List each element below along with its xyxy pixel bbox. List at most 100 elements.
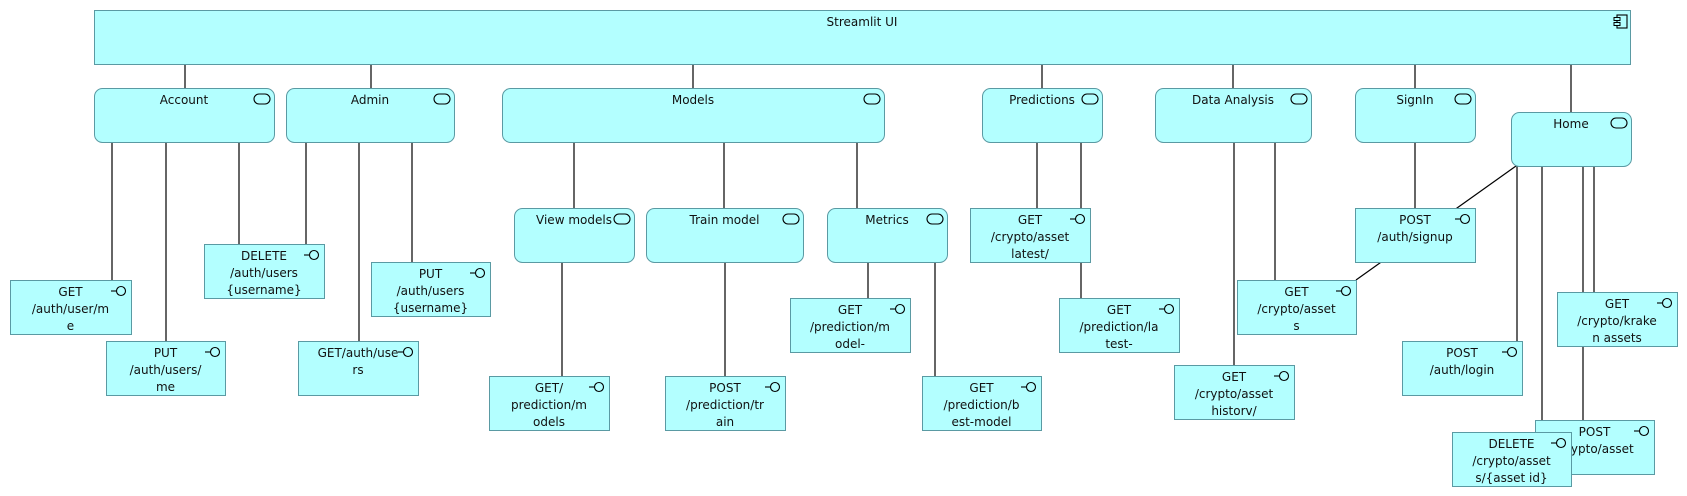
ep-get-prediction-models-label: odels bbox=[533, 415, 565, 429]
ep-get-crypto-asset-latest-label: /crypto/asset bbox=[991, 230, 1070, 244]
ep-delete-auth-users-label: {username} bbox=[226, 283, 301, 297]
ep-get-crypto-kraken-assets-label: n assets bbox=[1592, 331, 1642, 345]
ep-get-auth-users: GET/auth/use rs bbox=[298, 341, 419, 396]
ep-post-auth-login-label: POST bbox=[1446, 346, 1478, 360]
ep-put-auth-users-me-label: /auth/users/ bbox=[130, 363, 203, 377]
component-icon bbox=[1613, 14, 1628, 29]
ep-post-auth-signup-label: /auth/signup bbox=[1377, 230, 1452, 244]
admin-label: Admin bbox=[351, 93, 389, 107]
service-icon bbox=[1454, 93, 1472, 105]
ep-get-prediction-model-label: /prediction/m bbox=[810, 320, 890, 334]
interface-icon bbox=[1274, 370, 1290, 382]
service-icon bbox=[863, 93, 881, 105]
ep-get-crypto-assets-label: s bbox=[1293, 319, 1299, 333]
ep-delete-crypto-assets-id-label: DELETE bbox=[1488, 437, 1534, 451]
ep-get-prediction-model-label: GET bbox=[838, 303, 863, 317]
interface-icon bbox=[205, 346, 221, 358]
diagram-nodes: Streamlit UI Account Admin Models Prediction… bbox=[10, 10, 1678, 487]
ep-delete-auth-users-label: /auth/users bbox=[230, 266, 298, 280]
service-icon bbox=[1610, 117, 1628, 129]
ep-get-auth-user-me: GET/auth/user/me bbox=[10, 280, 132, 335]
account: Account bbox=[94, 88, 275, 143]
admin: Admin bbox=[286, 88, 455, 143]
ep-get-crypto-asset-latest-label: GET bbox=[1018, 213, 1043, 227]
service-icon bbox=[782, 213, 800, 225]
metrics-label: Metrics bbox=[865, 213, 909, 227]
interface-icon bbox=[1070, 213, 1086, 225]
service-icon bbox=[253, 93, 271, 105]
ep-get-crypto-asset-history-label: /crypto/asset bbox=[1195, 387, 1274, 401]
ep-get-prediction-best-model-label: /prediction/b bbox=[944, 398, 1020, 412]
connector-lines bbox=[111, 64, 1595, 432]
signin-label: SignIn bbox=[1396, 93, 1433, 107]
ep-get-auth-users-label: GET/auth/use bbox=[318, 346, 399, 360]
ep-post-crypto-asset-label: /crypto/asset bbox=[1555, 442, 1634, 456]
interface-icon bbox=[111, 285, 127, 297]
home-label: Home bbox=[1553, 117, 1588, 131]
ep-delete-crypto-assets-id-label: /crypto/asset bbox=[1472, 454, 1551, 468]
ep-put-auth-users-me: PUT/auth/users/me bbox=[106, 341, 226, 396]
interface-icon bbox=[765, 381, 781, 393]
predictions-label: Predictions bbox=[1009, 93, 1075, 107]
ep-get-crypto-asset-history: GET/crypto/asset historv/ bbox=[1174, 365, 1295, 420]
interface-icon bbox=[1336, 285, 1352, 297]
ep-post-prediction-train: POST/prediction/tr ain bbox=[665, 376, 786, 431]
ep-post-prediction-train-label: ain bbox=[716, 415, 734, 429]
interface-icon bbox=[304, 249, 320, 261]
interface-icon bbox=[1657, 297, 1673, 309]
ep-post-prediction-train-label: /prediction/tr bbox=[686, 398, 764, 412]
ep-get-prediction-latest-label: test- bbox=[1105, 337, 1132, 351]
data-analysis: Data Analysis bbox=[1155, 88, 1312, 143]
ep-post-auth-login: POST/auth/login bbox=[1402, 341, 1523, 396]
ep-post-auth-login-label: /auth/login bbox=[1430, 363, 1495, 377]
signin: SignIn bbox=[1355, 88, 1476, 143]
interface-icon bbox=[1455, 213, 1471, 225]
ep-put-auth-users-me-label: me bbox=[156, 380, 175, 394]
account-label: Account bbox=[160, 93, 209, 107]
ep-get-prediction-best-model-label: GET bbox=[969, 381, 994, 395]
ep-get-crypto-asset-history-label: historv/ bbox=[1211, 404, 1257, 418]
ep-put-auth-users-username-label: PUT bbox=[419, 267, 443, 281]
ep-get-auth-user-me-label: e bbox=[67, 319, 74, 333]
interface-icon bbox=[398, 346, 414, 358]
ep-post-prediction-train-label: POST bbox=[709, 381, 741, 395]
ep-get-crypto-asset-history-label: GET bbox=[1222, 370, 1247, 384]
interface-icon bbox=[1159, 303, 1175, 315]
home: Home bbox=[1511, 112, 1632, 167]
ep-get-crypto-kraken-assets-label: /crypto/krake bbox=[1577, 314, 1657, 328]
models-label: Models bbox=[672, 93, 714, 107]
ep-get-crypto-asset-latest-label: latest/ bbox=[1011, 247, 1050, 261]
view-models-label: View models bbox=[536, 213, 612, 227]
ep-post-crypto-asset-label: POST bbox=[1579, 425, 1611, 439]
ep-delete-crypto-assets-id: DELETE/crypto/assets/{asset id} bbox=[1452, 432, 1572, 487]
service-icon bbox=[433, 93, 451, 105]
data-analysis-label: Data Analysis bbox=[1192, 93, 1274, 107]
interface-icon bbox=[1021, 381, 1037, 393]
ep-get-crypto-assets-label: /crypto/asset bbox=[1257, 302, 1336, 316]
ep-get-crypto-asset-latest: GET/crypto/asset latest/ bbox=[970, 208, 1091, 263]
service-icon bbox=[1290, 93, 1308, 105]
ep-get-crypto-kraken-assets: GET/crypto/krake n assets bbox=[1557, 292, 1678, 347]
service-icon bbox=[613, 213, 631, 225]
ep-delete-auth-users: DELETE/auth/users{username} bbox=[204, 244, 325, 299]
ep-get-prediction-model: GET/prediction/model- bbox=[790, 298, 911, 353]
ep-get-auth-user-me-label: GET bbox=[58, 285, 83, 299]
interface-icon bbox=[1502, 346, 1518, 358]
train-model: Train model bbox=[646, 208, 804, 263]
ep-get-auth-users-label: rs bbox=[352, 363, 363, 377]
ep-put-auth-users-username-label: {username} bbox=[393, 301, 468, 315]
ep-get-crypto-assets-label: GET bbox=[1284, 285, 1309, 299]
ep-get-prediction-latest-label: /prediction/la bbox=[1080, 320, 1159, 334]
service-icon bbox=[1081, 93, 1099, 105]
ep-post-auth-signup-label: POST bbox=[1399, 213, 1431, 227]
service-icon bbox=[926, 213, 944, 225]
interface-icon bbox=[1634, 425, 1650, 437]
interface-icon bbox=[470, 267, 486, 279]
ui-label: Streamlit UI bbox=[827, 15, 898, 29]
interface-icon bbox=[890, 303, 906, 315]
ep-get-prediction-latest-label: GET bbox=[1107, 303, 1132, 317]
ep-get-prediction-best-model-label: est-model bbox=[951, 415, 1011, 429]
ep-get-crypto-kraken-assets-label: GET bbox=[1605, 297, 1630, 311]
ep-get-crypto-assets: GET/crypto/asset s bbox=[1237, 280, 1357, 335]
